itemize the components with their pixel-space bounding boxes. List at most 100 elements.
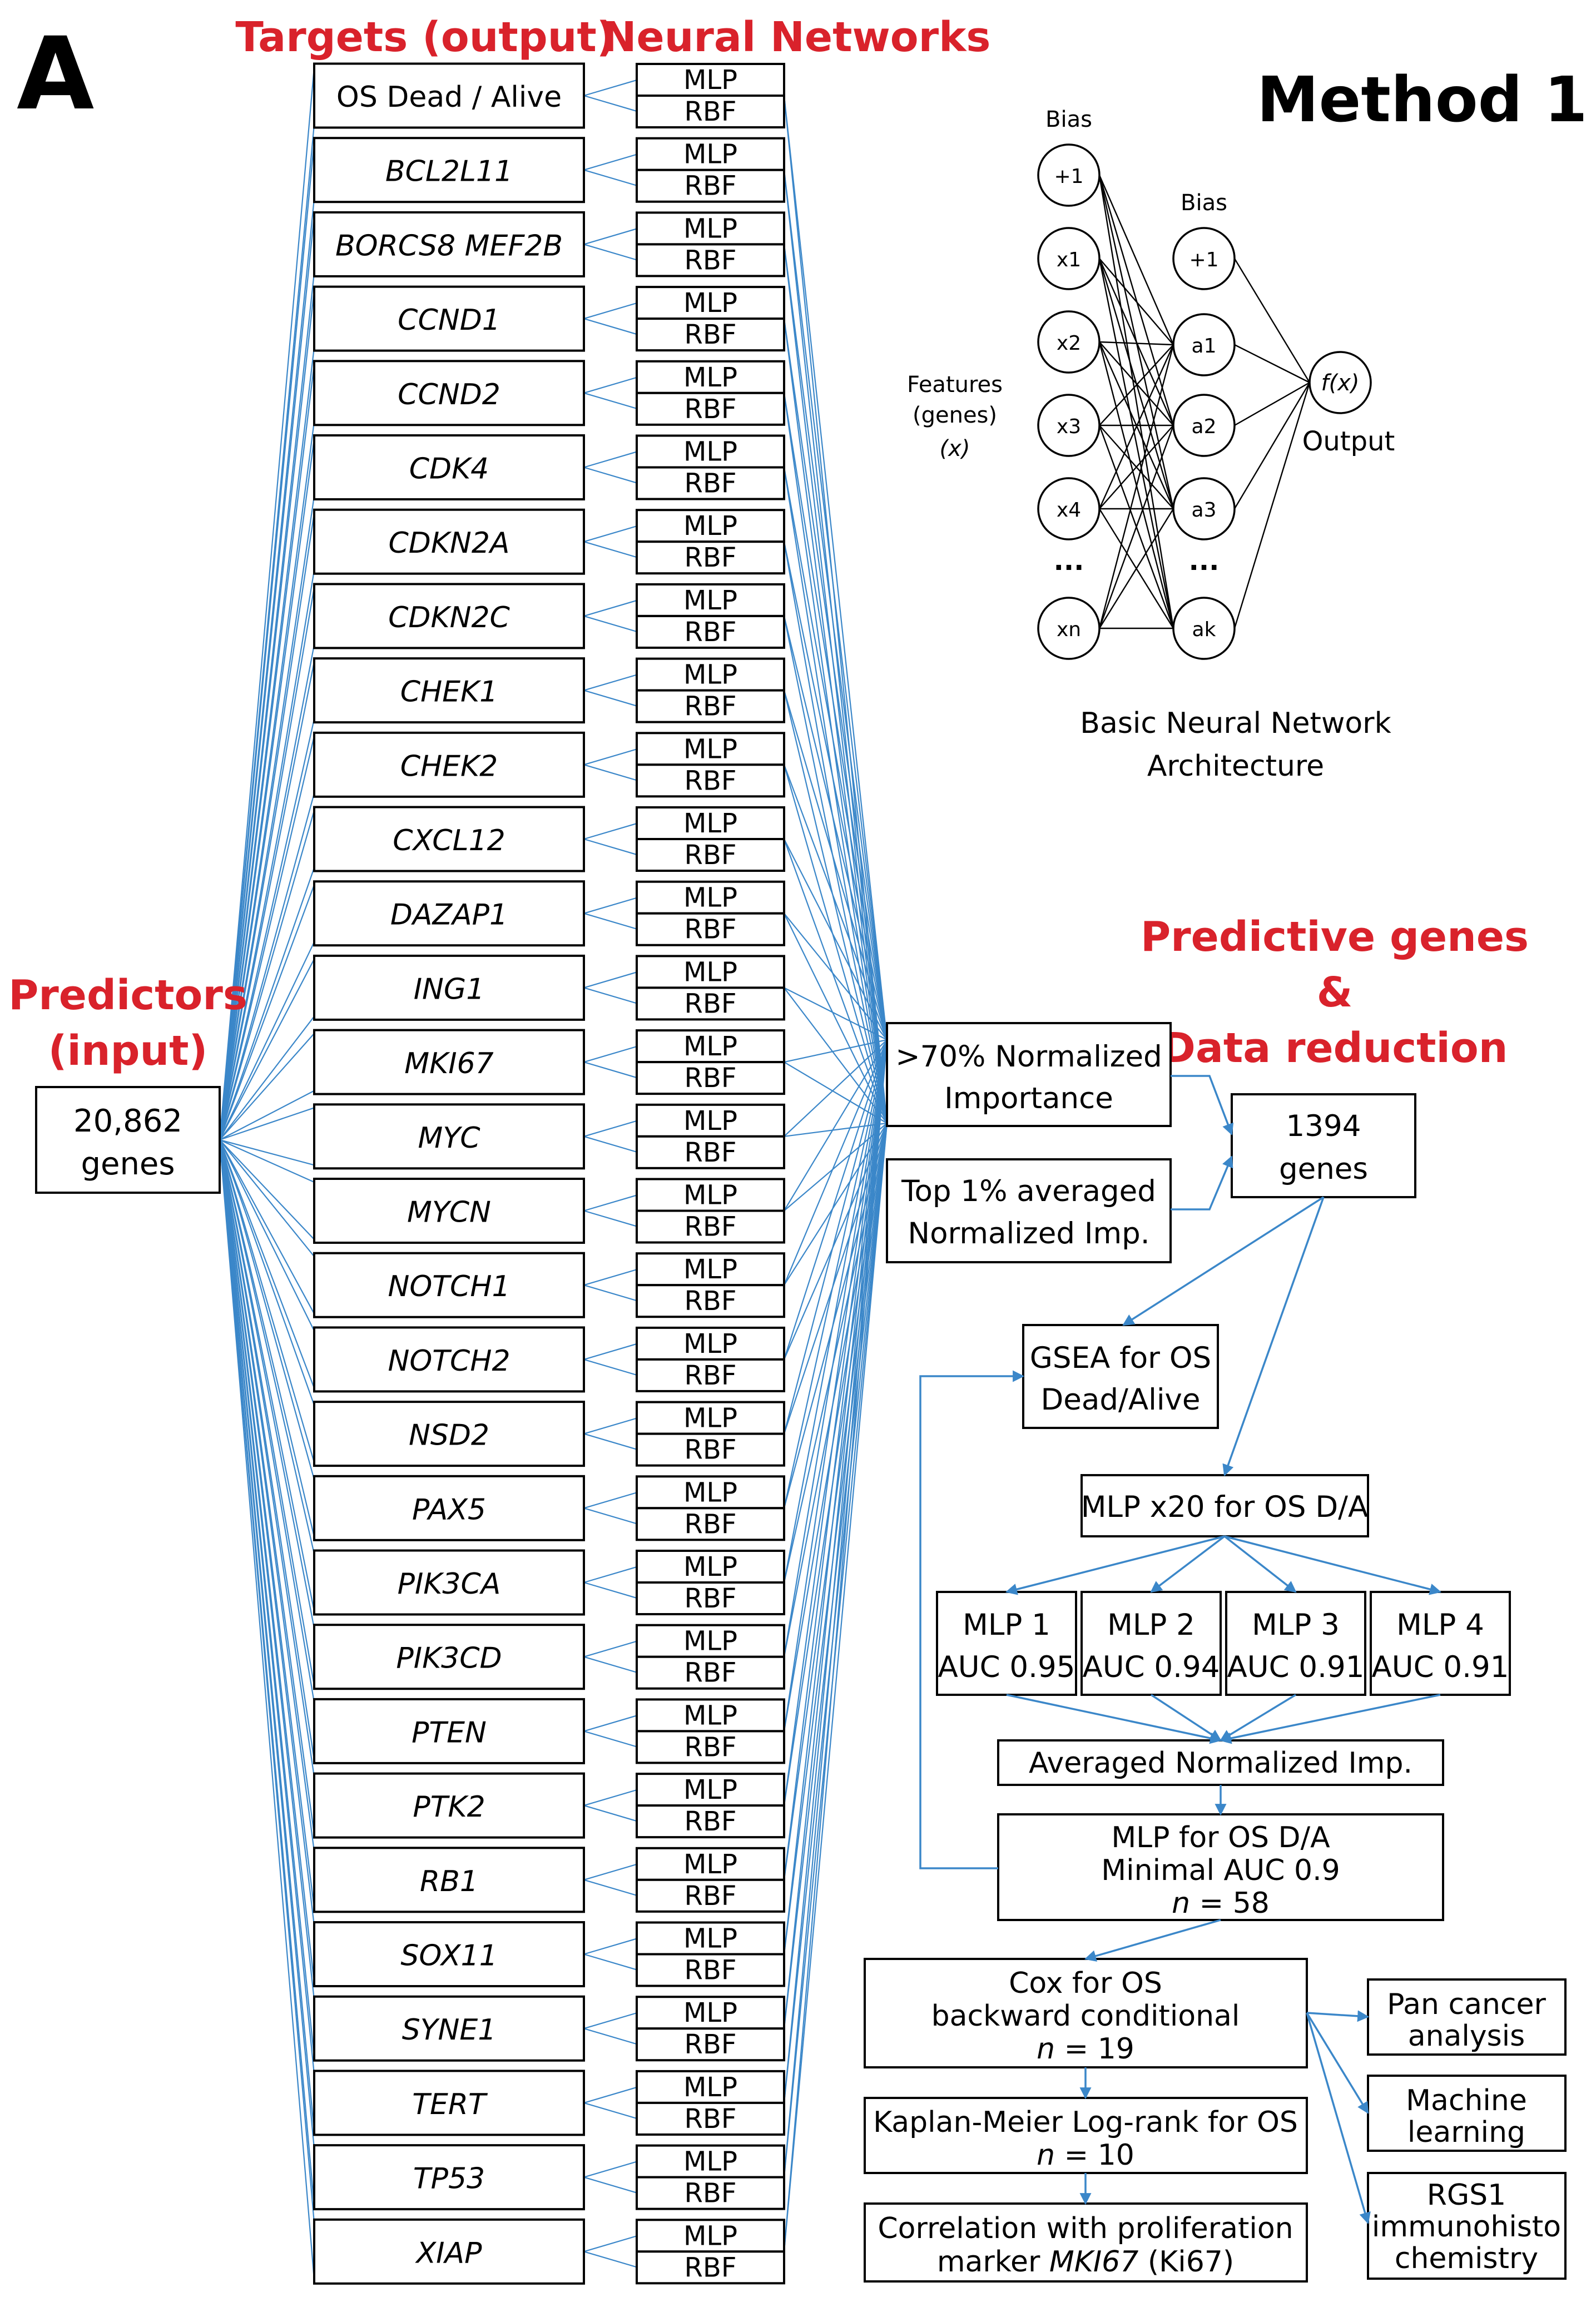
target-mlp-wire [583,2161,637,2178]
input-wire [219,1139,315,1406]
target-label: ING1 [414,973,485,1006]
rbf-label: RBF [685,1509,737,1540]
input-wire [219,810,315,1140]
importance-wire [783,764,888,1040]
importance-wire [784,1123,888,1286]
mlp-label: MLP [683,882,737,914]
rbf-label: RBF [685,171,737,202]
averaged-importance-box: Averaged Normalized Imp. [997,1739,1444,1786]
input-wire [219,1090,315,1140]
mlp-label: MLP [683,1700,737,1731]
importance-wire [783,1123,888,2252]
importance-wire [783,318,888,1040]
importance-wire [783,1039,888,1434]
input-node-x2-label: x2 [1057,332,1081,355]
target-mlp-wire [583,1194,637,1212]
mlp-model-1-name: MLP 1 [963,1608,1050,1642]
mlp-model-3-box: MLP 3 AUC 0.91 [1225,1591,1366,1696]
mlp-label: MLP [683,287,737,319]
mlp-label: MLP [683,1551,737,1582]
input-node-x3: x3 [1037,394,1101,457]
input-wire [219,793,315,1140]
rbf-label: RBF [685,988,737,1019]
rbf-label: RBF [685,468,737,499]
target-label: CXCL12 [393,824,505,857]
input-wire [219,438,315,1140]
target-box: NOTCH2 [313,1326,585,1393]
target-label: TERT [412,2088,488,2121]
target-box: PTK2 [313,1772,585,1839]
input-hidden-edge [1098,175,1174,629]
target-mlp-wire [583,228,637,245]
importance-wire [783,1039,888,1583]
hidden-output-edge [1234,381,1310,426]
importance-wire [783,1039,888,1806]
input-wire [219,1139,315,1314]
importance-wire [784,913,888,1124]
gsea-line2: Dead/Alive [1040,1383,1200,1417]
target-mlp-wire [583,153,637,171]
target-rbf-wire [583,615,637,632]
target-rbf-wire [583,1879,637,1896]
target-label: MYCN [407,1196,491,1229]
input-genes-label: genes [81,1146,175,1182]
rbf-label: RBF [685,1286,737,1317]
correlation-gene: MKI67 [1049,2245,1138,2279]
target-label: PTK2 [413,1790,485,1824]
correlation-line2: marker MKI67 (Ki67) [937,2245,1234,2279]
input-node-xn-label: xn [1057,618,1081,641]
importance-wire [784,839,888,1040]
target-rbf-wire [583,1581,637,1599]
input-genes-box: 20,862 genes [35,1086,221,1194]
hidden-node-a3: a3 [1172,477,1236,540]
rbf-label: RBF [685,96,737,127]
target-mlp-wire [583,79,637,97]
target-box: PAX5 [313,1475,585,1541]
input-wire [219,1139,315,1183]
hidden-ellipsis: ... [1189,545,1220,577]
input-wire [219,290,315,1140]
rbf-label: RBF [685,1137,737,1168]
target-mlp-wire [583,451,637,468]
target-box: BORCS8 MEF2B [313,211,585,277]
target-rbf-wire [583,2028,637,2045]
target-rbf-wire [583,95,637,112]
machine-learning-box: Machine learning [1367,2075,1567,2152]
input-wire [219,884,315,1140]
target-label: PTEN [412,1716,487,1749]
target-rbf-wire [583,2251,637,2268]
rbf-label: RBF [685,765,737,796]
input-wire [219,1139,315,2280]
target-mlp-wire [583,1938,637,1955]
importance-line1: >70% Normalized [895,1040,1162,1074]
target-box: CCND1 [313,285,585,352]
target-box: NOTCH1 [313,1252,585,1318]
target-box: TP53 [313,2144,585,2211]
ampersand-header: & [1317,969,1353,1016]
rbf-label: RBF [685,914,737,945]
input-node-bias: +1 [1037,143,1101,207]
target-box: SYNE1 [313,1995,585,2062]
mlp-label: MLP [683,65,737,96]
importance-wire [783,318,888,1124]
mlp-final-n-symbol: n [1172,1887,1190,1920]
machine-learning-line2: learning [1407,2116,1525,2149]
targets-header: Targets (output) [235,13,615,61]
target-label: CCND2 [398,378,500,411]
hidden-node-a2-label: a2 [1192,415,1217,438]
pan-cancer-line1: Pan cancer [1387,1988,1546,2021]
importance-wire [783,393,888,1040]
importance-wire [783,1039,888,2252]
target-rbf-wire [583,1358,637,1376]
target-mlp-wire [583,971,637,989]
mlp-label: MLP [683,1923,737,1954]
mlp-final-line1: MLP for OS D/A [1111,1821,1330,1854]
